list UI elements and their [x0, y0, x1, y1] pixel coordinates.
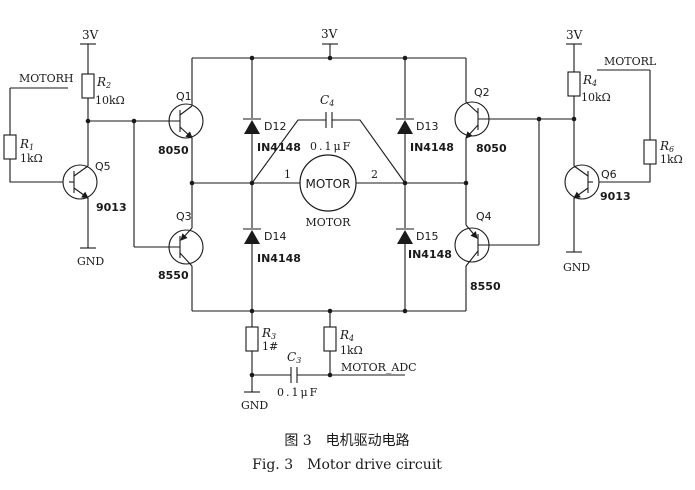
- transistor-q2: Q2 8050: [454, 86, 539, 155]
- svg-text:2: 2: [371, 168, 378, 181]
- svg-text:3V: 3V: [566, 28, 583, 42]
- sense-labels: MOTOR_ADC GND: [241, 361, 417, 412]
- svg-text:C3: C3: [287, 350, 301, 365]
- svg-text:10kΩ: 10kΩ: [581, 91, 611, 104]
- svg-text:0.1μF: 0.1μF: [277, 386, 319, 399]
- resistor-r2: R2 10kΩ: [81, 73, 125, 107]
- right-driver-wiring: [538, 43, 651, 253]
- svg-text:1kΩ: 1kΩ: [20, 152, 43, 165]
- svg-text:Q3: Q3: [176, 210, 192, 223]
- svg-text:D14: D14: [264, 230, 286, 243]
- diode-d13: D13 IN4148: [396, 118, 454, 154]
- transistor-q5: Q5 9013: [62, 160, 127, 214]
- resistor-r3: R3 1#: [245, 326, 278, 353]
- svg-text:MOTOR_ADC: MOTOR_ADC: [341, 361, 417, 374]
- resistor-r4-top: R4 10kΩ: [567, 71, 611, 104]
- svg-text:MOTORL: MOTORL: [604, 55, 657, 68]
- svg-text:R1: R1: [19, 137, 34, 152]
- resistor-r1: R1 1kΩ: [3, 134, 43, 165]
- left-driver-wiring: [9, 43, 135, 249]
- svg-text:IN4148: IN4148: [257, 252, 301, 265]
- diode-d14: D14 IN4148: [243, 228, 301, 265]
- svg-text:IN4148: IN4148: [410, 141, 454, 154]
- svg-text:Q2: Q2: [474, 86, 490, 99]
- svg-text:1kΩ: 1kΩ: [340, 344, 363, 357]
- caption-en: Fig. 3 Motor drive circuit: [252, 457, 442, 473]
- svg-text:1: 1: [284, 168, 291, 181]
- svg-text:3V: 3V: [321, 27, 338, 41]
- svg-text:10kΩ: 10kΩ: [95, 94, 125, 107]
- svg-text:D15: D15: [416, 230, 438, 243]
- resistor-r4: R4 1kΩ: [323, 326, 363, 357]
- c4-label: C4 0.1μF: [310, 93, 352, 153]
- svg-text:R4: R4: [339, 328, 354, 343]
- svg-text:C4: C4: [320, 93, 334, 108]
- svg-text:MOTORH: MOTORH: [19, 72, 74, 85]
- figure-caption: 图 3 电机驱动电路 Fig. 3 Motor drive circuit: [252, 433, 442, 473]
- svg-text:R4: R4: [582, 73, 597, 88]
- svg-text:9013: 9013: [600, 190, 631, 203]
- svg-text:8550: 8550: [158, 269, 189, 282]
- transistor-q1: Q1 8050: [134, 90, 204, 157]
- right-labels: 3V MOTORL GND: [563, 28, 657, 274]
- svg-text:R2: R2: [96, 75, 111, 90]
- svg-text:MOTOR: MOTOR: [306, 216, 352, 229]
- diode-d15: D15 IN4148: [396, 228, 452, 261]
- svg-text:R6: R6: [659, 139, 674, 154]
- svg-text:GND: GND: [241, 399, 268, 412]
- svg-text:Q4: Q4: [476, 210, 492, 223]
- svg-text:0.1μF: 0.1μF: [310, 140, 352, 153]
- svg-text:GND: GND: [77, 255, 104, 268]
- resistor-r6: R6 1kΩ: [643, 139, 683, 166]
- svg-text:9013: 9013: [96, 201, 127, 214]
- svg-text:MOTOR: MOTOR: [306, 177, 351, 191]
- svg-text:Q1: Q1: [176, 90, 192, 103]
- motor-symbol: MOTOR MOTOR 1 2: [284, 154, 378, 229]
- svg-text:D12: D12: [264, 120, 286, 133]
- svg-text:1kΩ: 1kΩ: [660, 153, 683, 166]
- svg-text:GND: GND: [563, 261, 590, 274]
- svg-text:IN4148: IN4148: [408, 248, 452, 261]
- svg-text:8550: 8550: [470, 280, 501, 293]
- svg-text:D13: D13: [416, 120, 438, 133]
- svg-text:IN4148: IN4148: [257, 141, 301, 154]
- capacitor-c3: C3 0.1μF: [277, 350, 319, 399]
- svg-text:Q5: Q5: [95, 160, 111, 173]
- transistor-q3: Q3 8550: [134, 210, 204, 282]
- transistor-q4: Q4 8550: [454, 210, 539, 293]
- svg-text:8050: 8050: [476, 142, 507, 155]
- svg-text:1#: 1#: [262, 340, 278, 353]
- vcc-top: 3V: [321, 27, 338, 45]
- svg-text:Q6: Q6: [601, 168, 617, 181]
- transistor-q6: Q6 9013: [564, 164, 631, 203]
- diode-d12: D12 IN4148: [243, 118, 301, 154]
- caption-zh: 图 3 电机驱动电路: [284, 433, 409, 449]
- svg-text:8050: 8050: [158, 144, 189, 157]
- sense-wiring: [244, 311, 405, 393]
- left-labels: 3V MOTORH GND: [19, 28, 104, 268]
- svg-text:3V: 3V: [82, 28, 99, 42]
- svg-text:R3: R3: [261, 326, 276, 341]
